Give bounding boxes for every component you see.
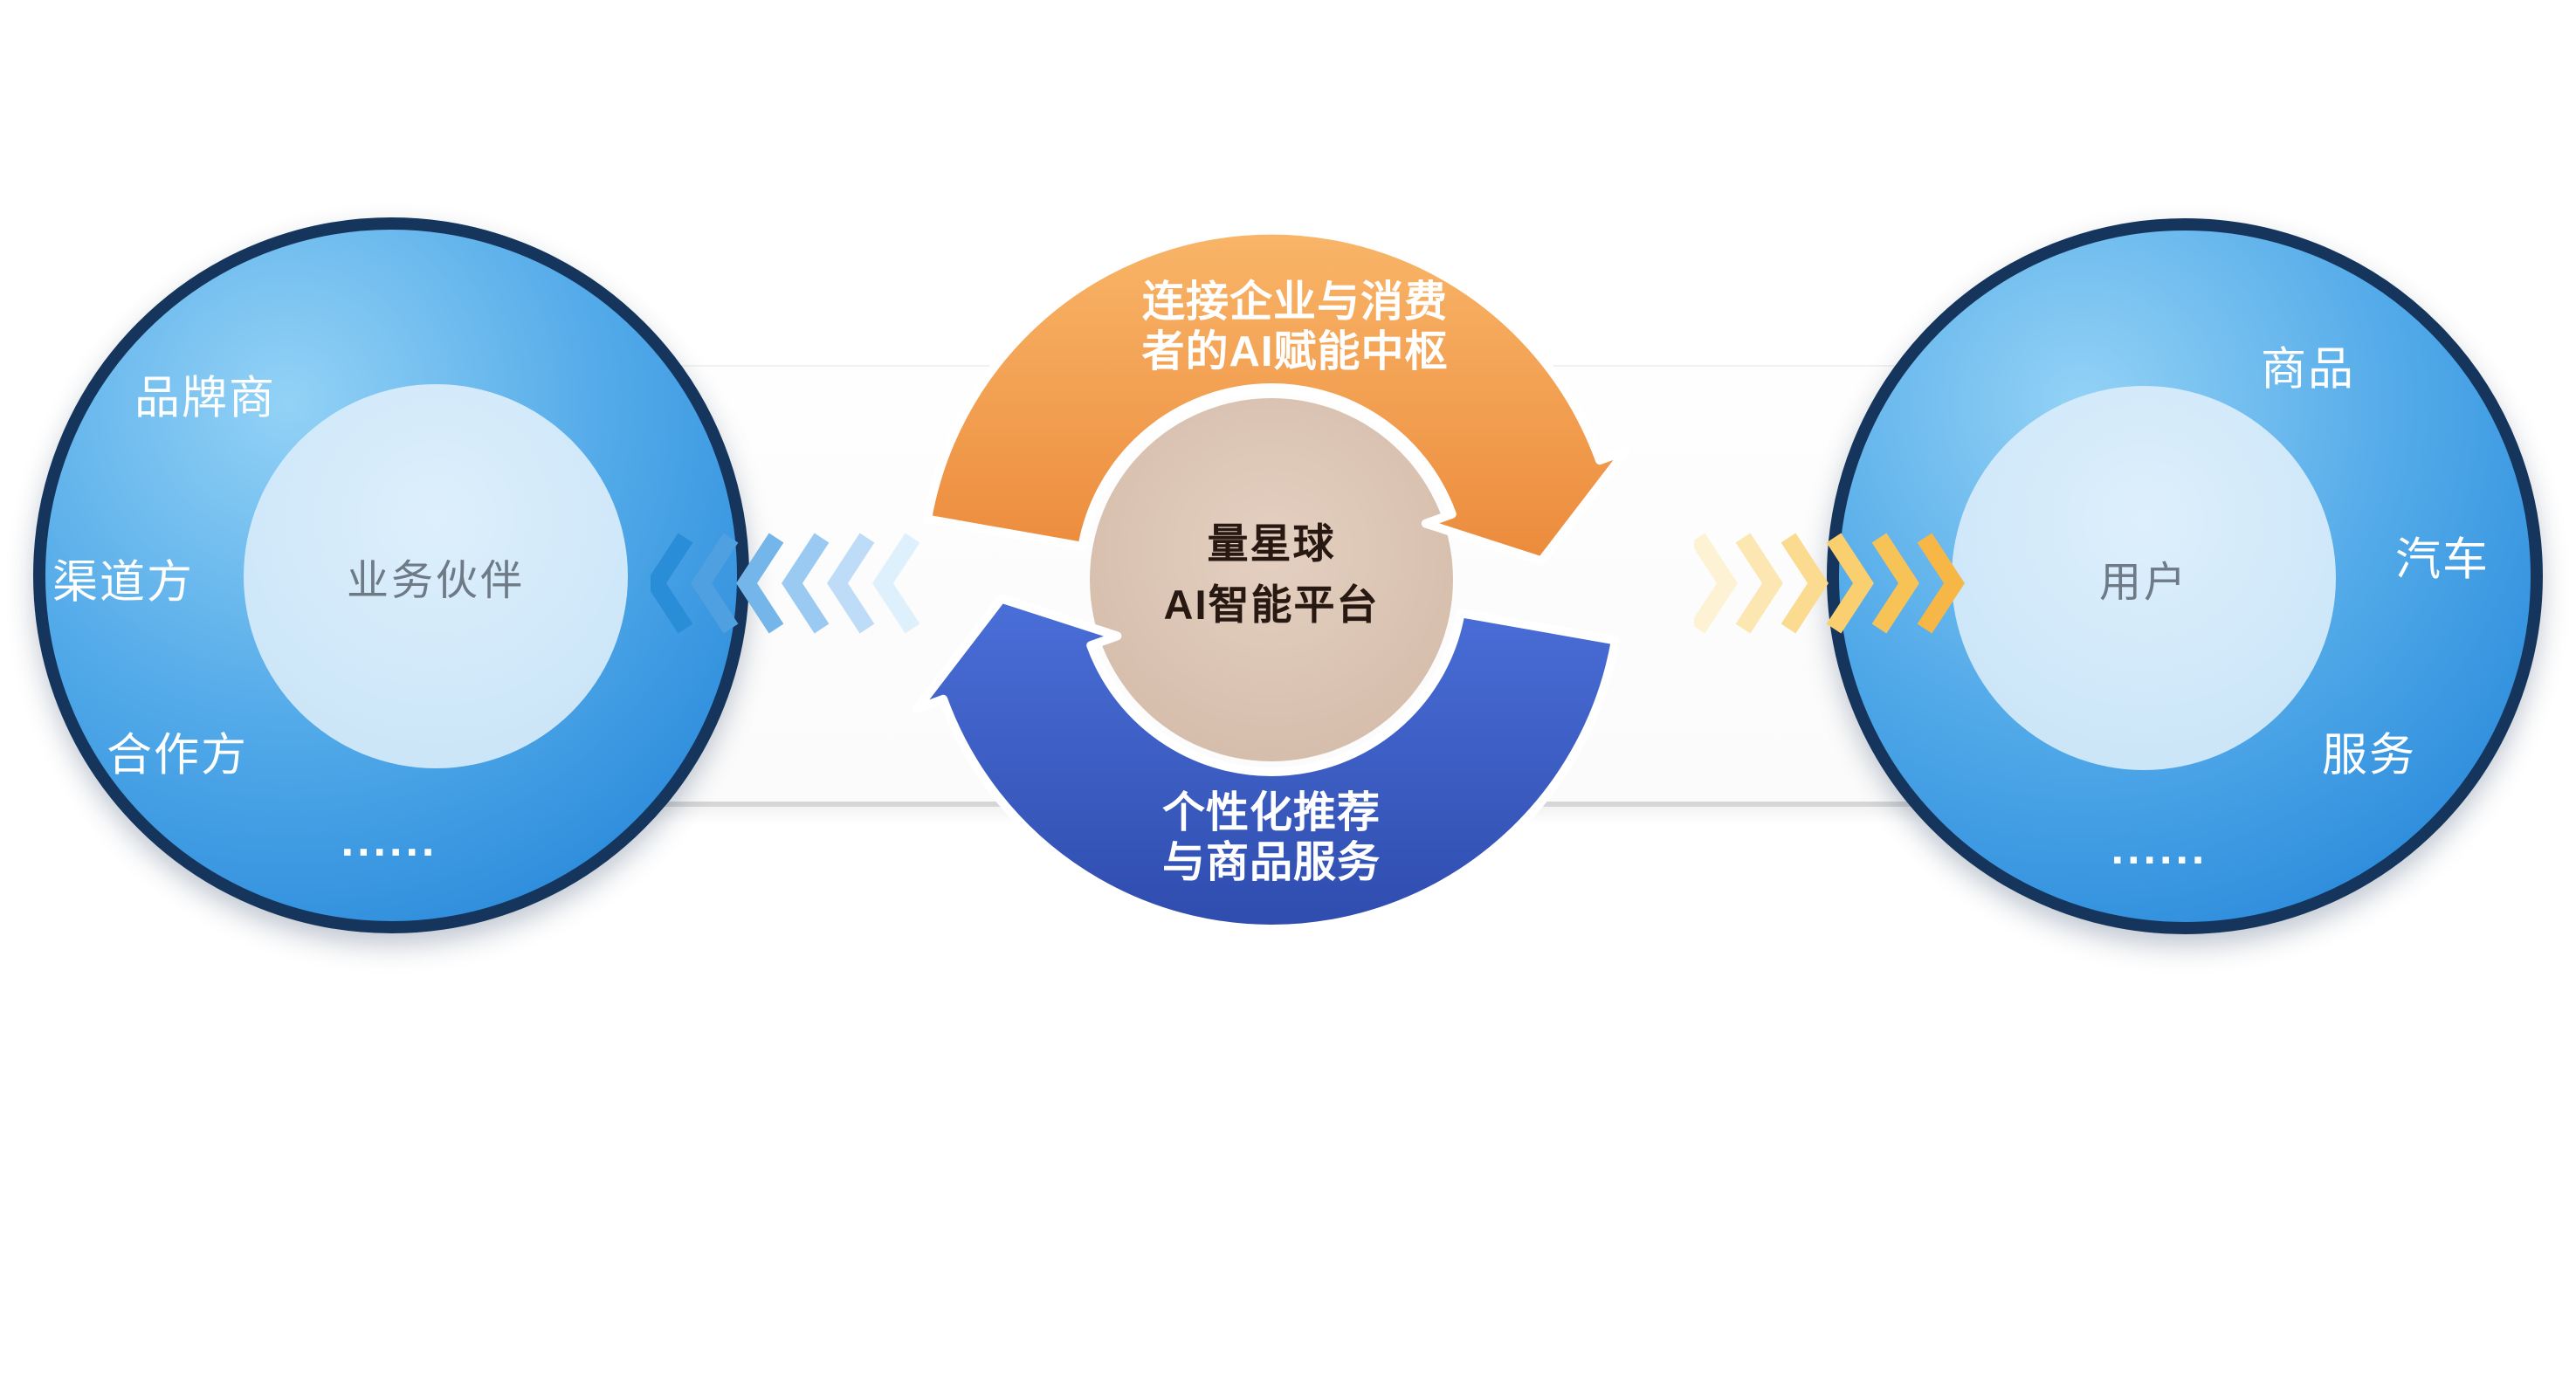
label-channel: 渠道方	[52, 557, 195, 609]
hub-bottom-caption-line2: 与商品服务	[1161, 839, 1381, 886]
label-goods: 商品	[2260, 344, 2356, 396]
platform-core-label: 量星球 AI智能平台	[1164, 513, 1380, 636]
label-right-ellipsis: ......	[2111, 823, 2208, 874]
label-service: 服务	[2321, 730, 2417, 781]
label-car: 汽车	[2394, 534, 2490, 586]
partners-inner-label: 业务伙伴	[346, 558, 525, 604]
platform-name: 量星球	[1207, 520, 1336, 567]
partners-inner-circle: 业务伙伴	[244, 384, 628, 768]
hub-top-caption: 连接企业与消费 者的AI赋能中枢	[1141, 278, 1448, 377]
right-flow-arrows-icon	[1694, 533, 1965, 634]
blue-cycle-arrow	[913, 594, 1620, 933]
orange-cycle-arrow	[923, 225, 1630, 566]
left-flow-arrows-icon	[651, 533, 920, 634]
label-left-ellipsis: ......	[341, 815, 438, 866]
hub-top-caption-line2: 者的AI赋能中枢	[1141, 328, 1449, 375]
hub-bottom-caption-line1: 个性化推荐	[1161, 789, 1381, 836]
platform-core-circle	[1090, 398, 1453, 761]
hub-bottom-caption: 个性化推荐 与商品服务	[1162, 788, 1381, 888]
ai-hub-cycle-icon	[913, 225, 1630, 933]
hub-top-caption-line1: 连接企业与消费	[1141, 279, 1449, 326]
platform-subtitle: AI智能平台	[1163, 582, 1380, 628]
label-partner: 合作方	[106, 730, 249, 781]
users-inner-circle: 用户	[1952, 386, 2336, 770]
users-inner-label: 用户	[2098, 560, 2188, 606]
label-brand-merchant: 品牌商	[134, 373, 277, 424]
